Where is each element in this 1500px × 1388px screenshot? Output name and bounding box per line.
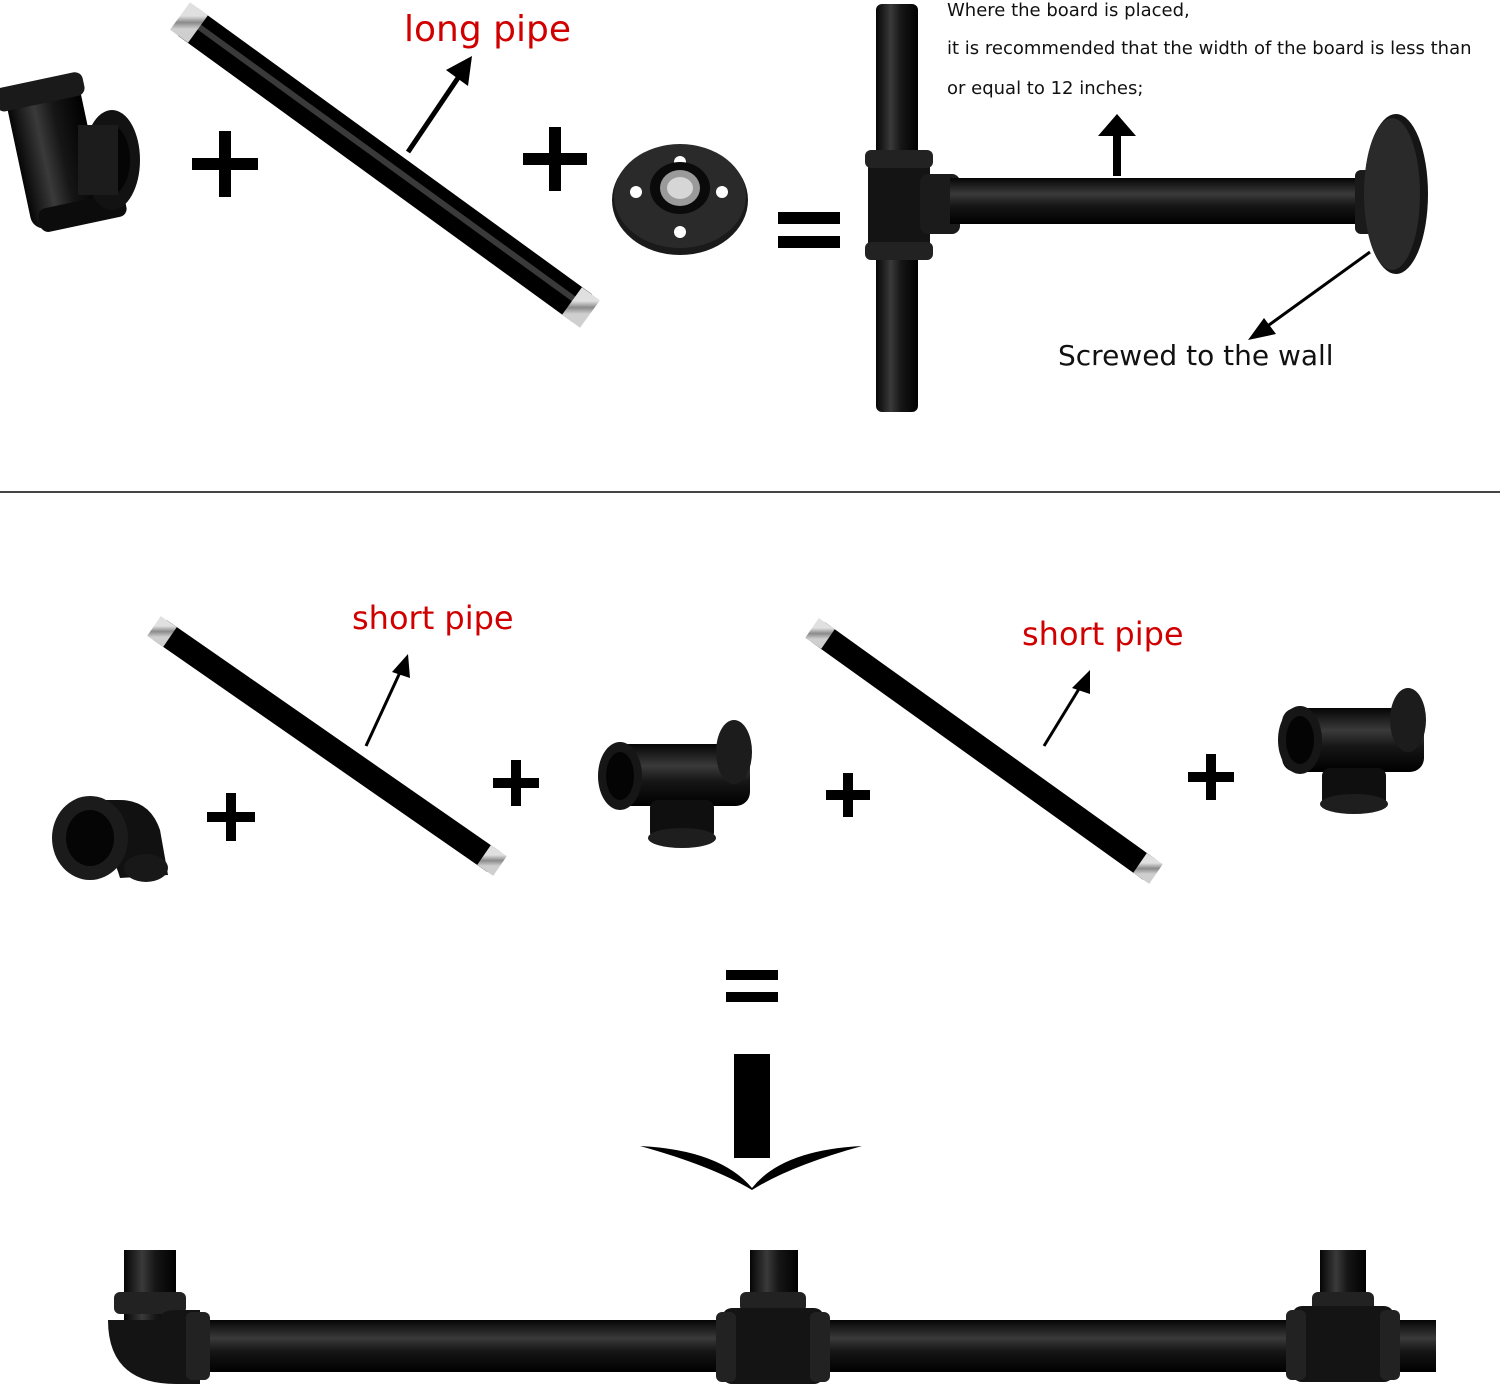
equals-icon — [778, 212, 840, 248]
tee-fitting-icon — [0, 72, 140, 232]
board-note-line-3: or equal to 12 inches; — [947, 78, 1144, 99]
long-pipe-icon — [170, 2, 600, 328]
short-pipe-icon — [805, 618, 1163, 884]
plus-icon — [192, 131, 258, 197]
plus-icon — [1188, 754, 1234, 800]
plus-icon — [493, 760, 539, 806]
arrow-down-icon — [640, 1054, 862, 1190]
short-pipe-icon — [147, 616, 507, 876]
elbow-fitting-icon — [52, 796, 168, 882]
arrow-icon — [1248, 250, 1371, 340]
tee-fitting-icon — [598, 720, 752, 848]
arrow-icon — [364, 654, 410, 747]
assembled-bracket-icon — [865, 4, 1428, 412]
short-pipe-label-left: short pipe — [352, 599, 514, 637]
arrow-up-icon — [1098, 114, 1136, 176]
arrow-icon — [405, 56, 472, 154]
arrow-icon — [1042, 670, 1090, 747]
floor-flange-icon — [612, 144, 748, 255]
board-note-line-2: it is recommended that the width of the … — [947, 38, 1472, 59]
plus-icon — [826, 773, 870, 817]
screwed-to-wall-label: Screwed to the wall — [1058, 339, 1334, 372]
tee-fitting-icon — [1278, 688, 1426, 814]
board-note-line-1: Where the board is placed, — [947, 0, 1190, 21]
equals-icon — [726, 970, 778, 1002]
short-pipe-label-right: short pipe — [1022, 615, 1184, 653]
long-pipe-label: long pipe — [404, 9, 571, 50]
plus-icon — [523, 127, 587, 191]
plus-icon — [207, 793, 255, 841]
assembled-pipe-rail-icon — [108, 1250, 1436, 1384]
